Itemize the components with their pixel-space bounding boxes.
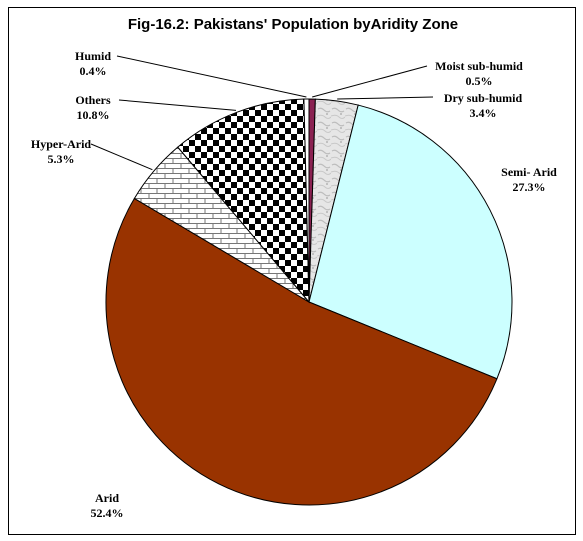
leader-line-humid — [116, 55, 307, 98]
slice-name-others: Others — [75, 93, 111, 107]
pie-slice-arid — [105, 197, 498, 506]
leader-line-others — [118, 99, 237, 111]
slice-value-dry-sub-humid: 3.4% — [470, 106, 497, 120]
slice-value-hyper-arid: 5.3% — [48, 152, 75, 166]
chart-title: Fig-16.2: Pakistans' Population byAridit… — [127, 16, 459, 33]
leader-line-hyper-arid — [90, 143, 153, 171]
leader-line-dry-sub-humid — [337, 96, 434, 100]
pie-slice-semi-arid — [308, 104, 513, 380]
slice-value-moist-sub-humid: 0.5% — [466, 74, 493, 88]
leader-line-moist-sub-humid — [312, 65, 428, 98]
slice-value-others: 10.8% — [77, 108, 110, 122]
slice-value-humid: 0.4% — [80, 64, 107, 78]
slice-name-semi-arid: Semi- Arid — [501, 165, 557, 179]
slice-name-hyper-arid: Hyper-Arid — [31, 137, 92, 151]
slice-value-arid: 52.4% — [91, 506, 124, 520]
pie-slice-humid — [303, 98, 310, 303]
slice-name-dry-sub-humid: Dry sub-humid — [444, 91, 523, 105]
slice-name-moist-sub-humid: Moist sub-humid — [435, 59, 523, 73]
slice-name-humid: Humid — [75, 49, 111, 63]
pie-slice-others — [177, 98, 310, 304]
chart-frame: Fig-16.2: Pakistans' Population byAridit… — [8, 7, 576, 535]
slice-value-semi-arid: 27.3% — [513, 180, 546, 194]
slice-name-arid: Arid — [95, 491, 119, 505]
